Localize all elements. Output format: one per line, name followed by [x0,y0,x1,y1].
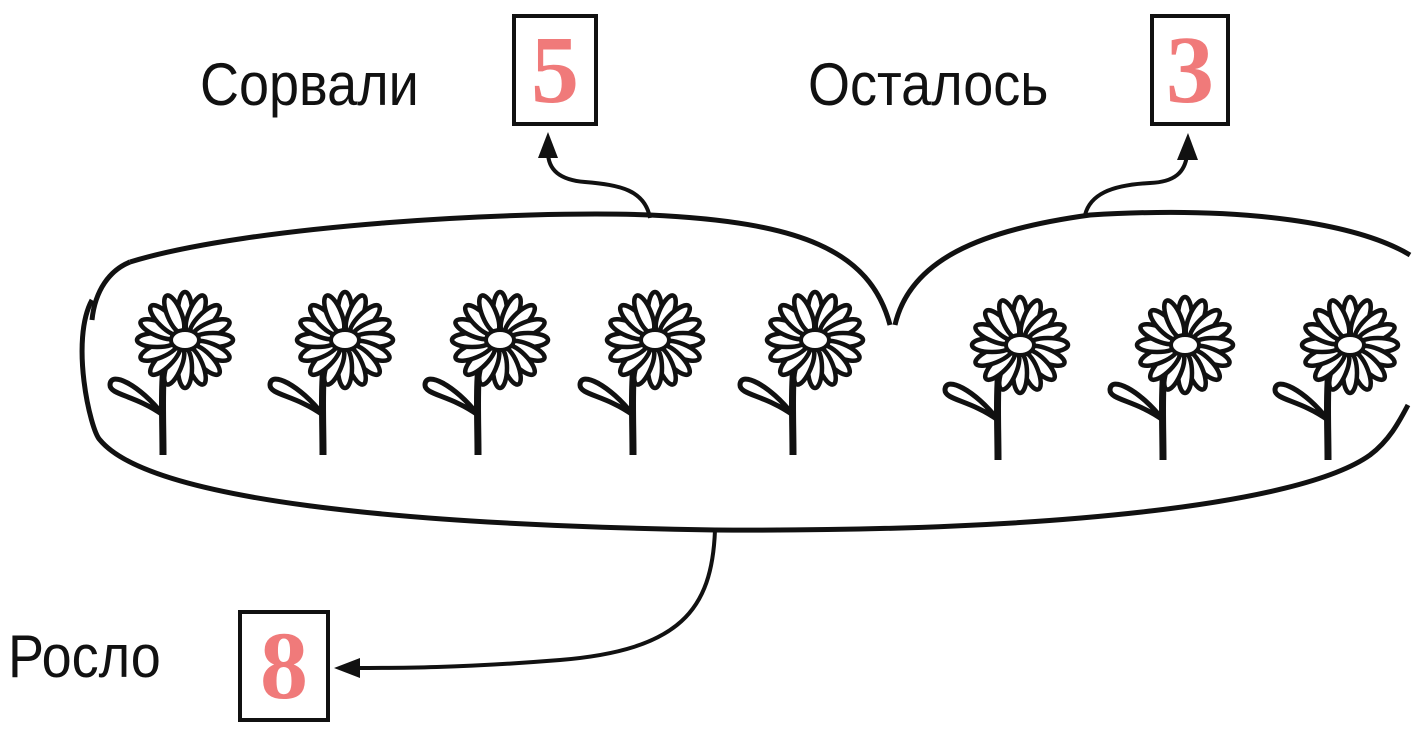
picked-flower [577,289,706,456]
remaining-arrow [1083,154,1189,216]
remaining-flower [942,294,1071,461]
picked-arrow [546,151,652,219]
grew-answer-box[interactable]: 8 [238,610,330,722]
grew-label: Росло [8,623,161,690]
remaining-answer-box[interactable]: 3 [1150,14,1230,126]
grew-arrowhead [334,658,360,678]
picked-arrowhead [538,132,558,158]
picked-group-outline [129,211,893,326]
picked-flower [737,289,866,456]
remaining-group-outline [892,209,1412,326]
picked-flower [107,289,236,456]
outer-oval [79,298,1411,533]
remaining-label: Осталось [808,51,1049,118]
flowers-group [107,289,1401,461]
picked-label: Сорвали [200,51,419,118]
outer-oval-left-top [89,259,132,321]
remaining-flower [1272,294,1401,461]
remaining-flower [1107,294,1236,461]
picked-answer-box[interactable]: 5 [512,14,598,126]
picked-flower [422,289,551,456]
picked-answer: 5 [531,16,579,123]
picked-flower [267,289,396,456]
remaining-answer: 3 [1166,16,1214,123]
remaining-arrowhead [1177,133,1198,160]
grew-answer: 8 [260,612,308,719]
grew-arrow [354,529,717,670]
